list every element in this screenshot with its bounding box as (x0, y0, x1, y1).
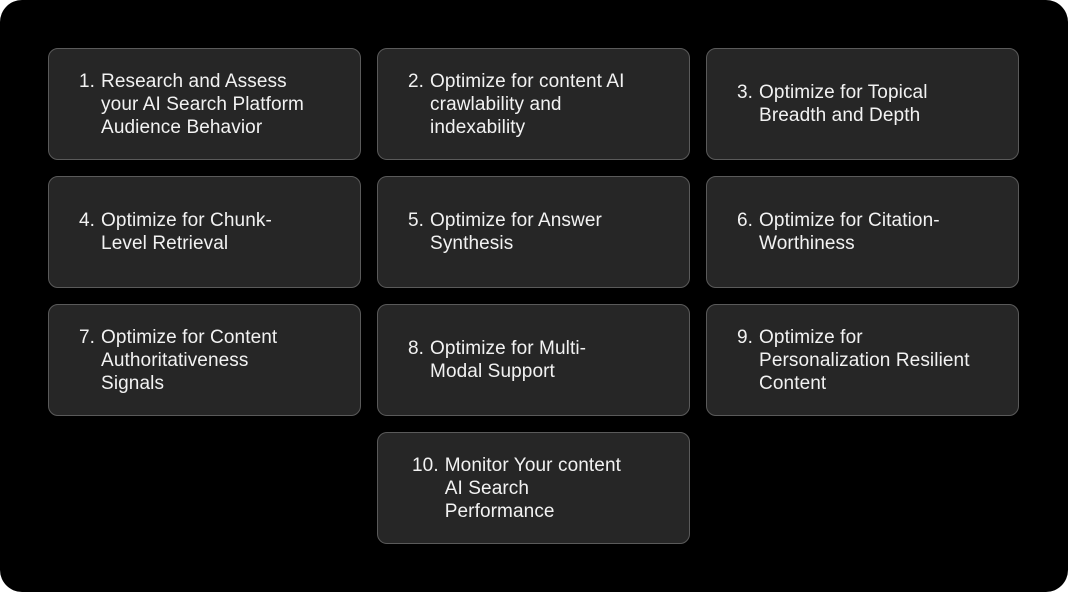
step-label: Optimize for Answer Synthesis (430, 210, 602, 254)
step-number: 8. (408, 338, 425, 359)
step-card-1: 1. Research and Assess your AI Search Pl… (48, 48, 361, 160)
step-label: Optimize for Chunk- Level Retrieval (101, 210, 272, 254)
step-card-7: 7. Optimize for Content Authoritativenes… (48, 304, 361, 416)
step-label: Monitor Your content AI Search Performan… (444, 454, 622, 522)
step-label: Optimize for Citation- Worthiness (759, 210, 940, 254)
step-number: 5. (408, 210, 425, 231)
step-label: Optimize for Content Authoritativeness S… (101, 326, 278, 394)
step-4: 4. Optimize for Chunk- Level Retrieval (79, 209, 272, 255)
step-2: 2. Optimize for content AI crawlability … (408, 70, 625, 139)
step-number: 4. (79, 210, 96, 231)
step-number: 3. (737, 82, 754, 103)
step-8: 8. Optimize for Multi- Modal Support (408, 337, 586, 383)
step-card-10: 10. Monitor Your content AI Search Perfo… (377, 432, 690, 544)
step-number: 7. (79, 326, 96, 348)
step-3: 3. Optimize for Topical Breadth and Dept… (737, 81, 928, 127)
step-card-2: 2. Optimize for content AI crawlability … (377, 48, 690, 160)
step-card-5: 5. Optimize for Answer Synthesis (377, 176, 690, 288)
step-10: 10. Monitor Your content AI Search Perfo… (412, 454, 621, 523)
step-number: 1. (79, 70, 96, 92)
step-label: Optimize for Personalization Resilient C… (759, 326, 970, 394)
step-label: Optimize for Multi- Modal Support (430, 338, 587, 382)
step-card-9: 9. Optimize for Personalization Resilien… (706, 304, 1019, 416)
step-6: 6. Optimize for Citation- Worthiness (737, 209, 940, 255)
step-number: 2. (408, 70, 425, 92)
step-number: 6. (737, 210, 754, 231)
step-label: Optimize for content AI crawlability and… (430, 70, 625, 138)
step-card-6: 6. Optimize for Citation- Worthiness (706, 176, 1019, 288)
step-card-3: 3. Optimize for Topical Breadth and Dept… (706, 48, 1019, 160)
step-number: 9. (737, 326, 754, 348)
step-9: 9. Optimize for Personalization Resilien… (737, 326, 970, 395)
step-7: 7. Optimize for Content Authoritativenes… (79, 326, 277, 395)
step-number: 10. (412, 454, 439, 476)
step-5: 5. Optimize for Answer Synthesis (408, 209, 602, 255)
step-label: Optimize for Topical Breadth and Depth (759, 82, 928, 126)
step-1: 1. Research and Assess your AI Search Pl… (79, 70, 304, 139)
step-card-4: 4. Optimize for Chunk- Level Retrieval (48, 176, 361, 288)
step-card-8: 8. Optimize for Multi- Modal Support (377, 304, 690, 416)
step-label: Research and Assess your AI Search Platf… (101, 70, 304, 138)
